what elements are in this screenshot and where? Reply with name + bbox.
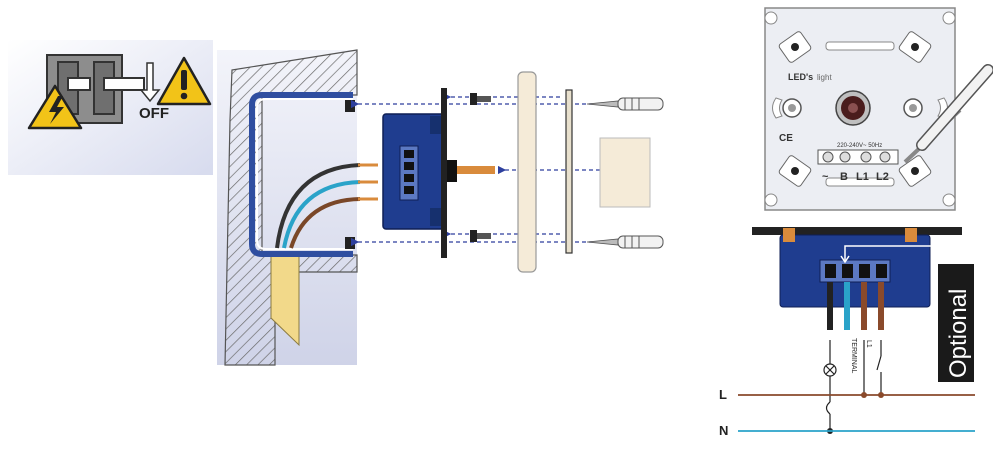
shaft-base <box>447 160 457 182</box>
terminal-label-neutral: ~ <box>822 171 829 183</box>
brand-suffix-label: light <box>817 73 832 82</box>
warning-triangle-icon <box>156 56 212 106</box>
mounting-frame <box>441 88 447 258</box>
switch-off-panel: OFF <box>8 40 213 175</box>
terminal-label-l2: L2 <box>876 171 889 183</box>
l1-tag: L1 <box>865 340 872 348</box>
rotary-knob-cap <box>599 137 651 208</box>
dimmer-front-view: LED's light CE 220-240V~ 50Hz ~ B L1 L2 <box>764 7 993 211</box>
claw-clip <box>898 31 932 63</box>
ce-mark-label: CE <box>779 133 793 144</box>
dimmer-shaft <box>457 166 495 174</box>
supply-wires <box>275 163 378 249</box>
optional-badge <box>938 264 974 382</box>
off-label: OFF <box>139 105 169 122</box>
optional-link-line <box>844 245 961 266</box>
arrow-down-icon <box>139 62 161 103</box>
screwdriver-icon <box>903 64 993 164</box>
flush-box <box>249 92 353 257</box>
screwdriver-icon <box>586 235 664 249</box>
brand-label: LED's <box>788 72 813 82</box>
wiring-diagram: Optional TERMINAL L1 L N <box>719 227 975 438</box>
terminal-block <box>817 149 899 165</box>
mounting-plate <box>752 227 962 235</box>
claw-clip <box>898 155 932 187</box>
mount-screws <box>470 93 491 242</box>
voltage-label: 220-240V~ 50Hz <box>837 143 882 149</box>
terminal-label-l1: L1 <box>856 171 869 183</box>
terminal-label-b: B <box>840 171 848 183</box>
claw-clip <box>778 155 812 187</box>
electric-shock-triangle-icon <box>27 84 83 130</box>
line-n-label: N <box>719 423 728 438</box>
claw-clip <box>778 31 812 63</box>
line-l-label: L <box>719 387 727 402</box>
switch-contact-icon <box>876 355 882 371</box>
cover-frame <box>517 71 537 273</box>
wall-section <box>217 49 378 366</box>
cover-plate-side <box>565 89 573 254</box>
screwdriver-icon <box>586 97 664 111</box>
box-screw-hole-bottom <box>345 237 355 249</box>
rotary-potentiometer <box>835 90 871 126</box>
box-screw-hole-top <box>345 100 355 112</box>
optional-label: Optional <box>945 289 972 378</box>
breaker-icon <box>46 54 145 124</box>
dimmer-module-side <box>382 88 495 258</box>
exploded-view <box>350 71 664 273</box>
terminal-tag: TERMINAL <box>850 338 857 374</box>
